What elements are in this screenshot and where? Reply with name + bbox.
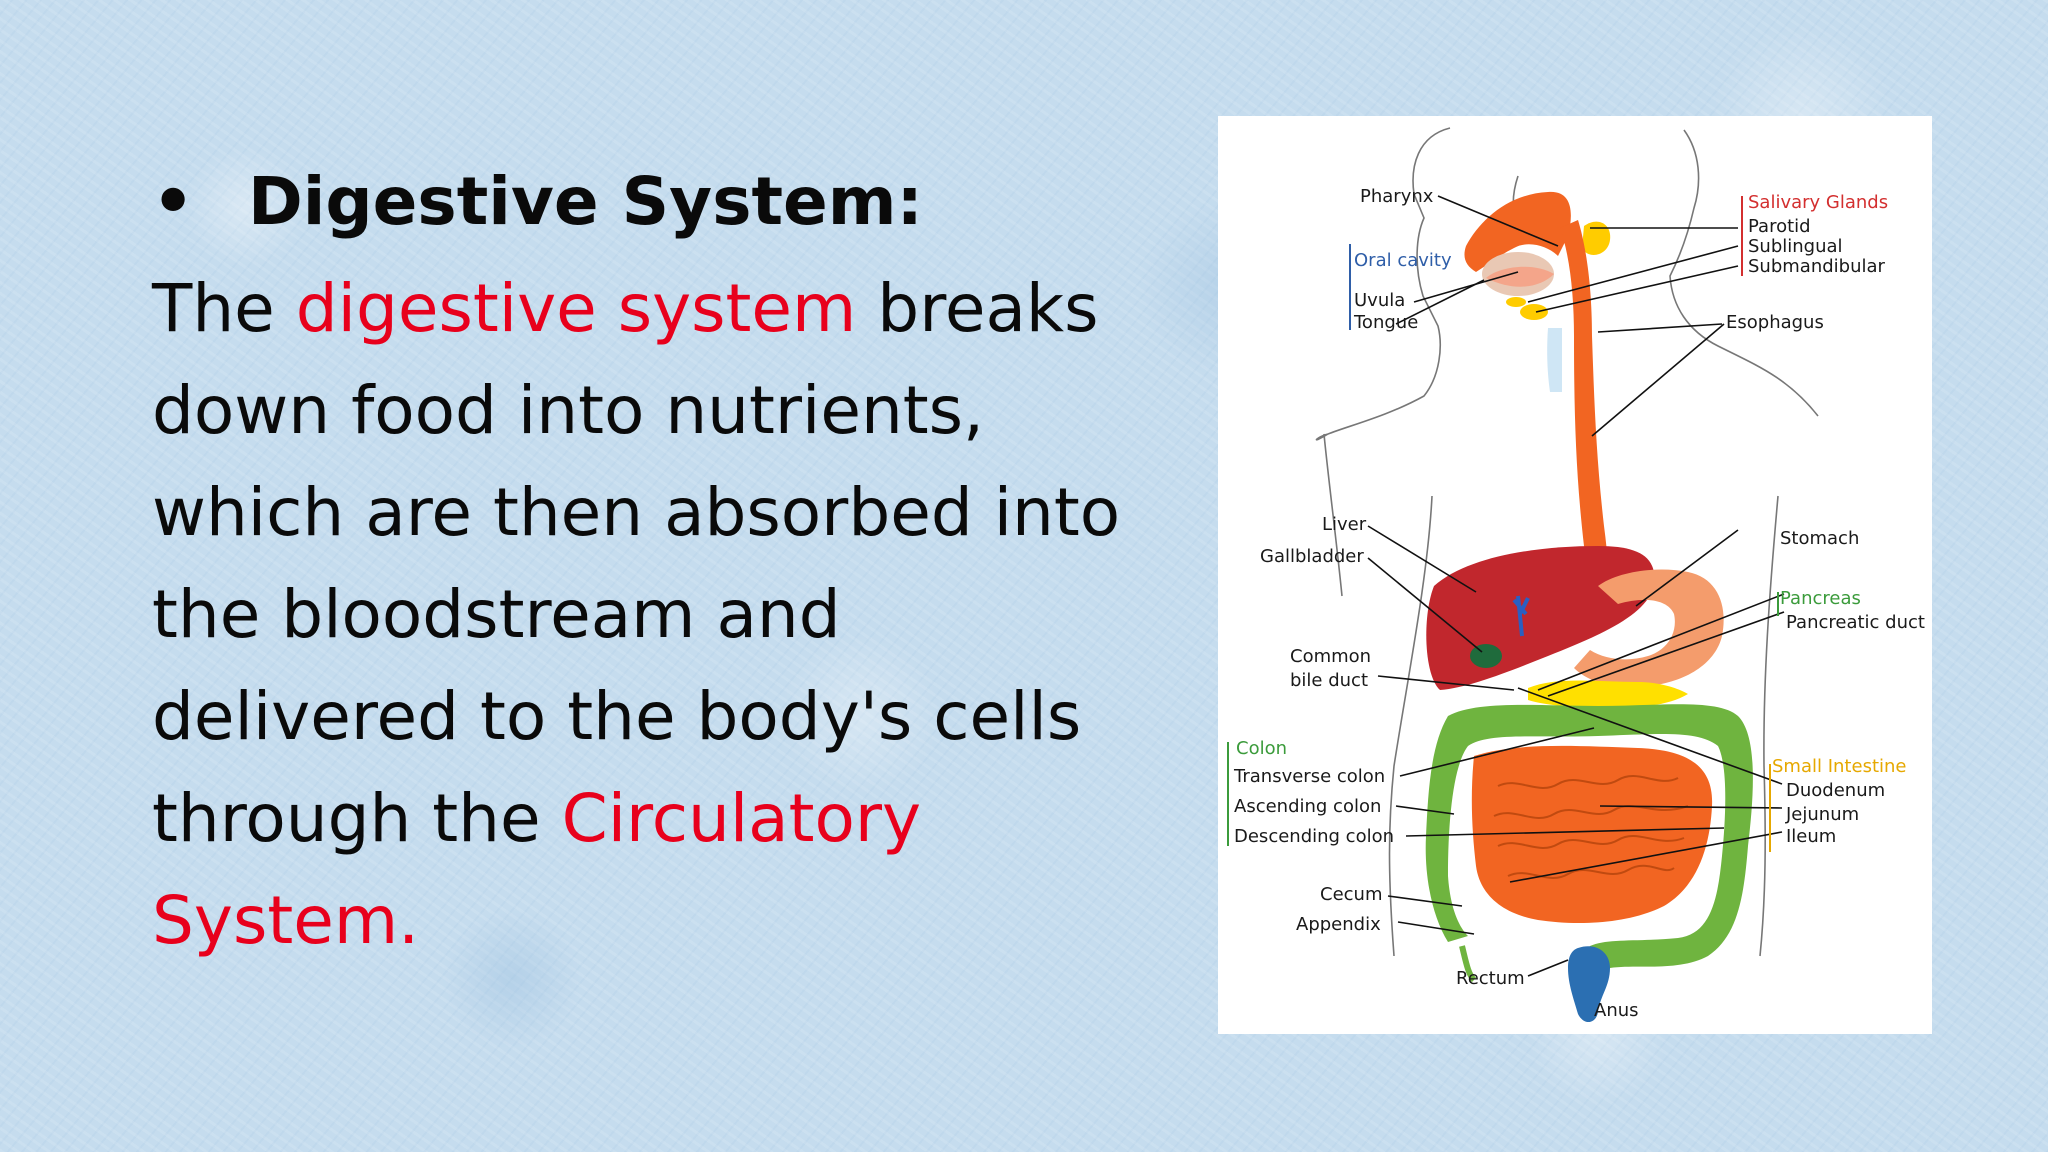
label-cecum: Cecum — [1320, 884, 1382, 905]
label-bile-duct: bile duct — [1290, 670, 1368, 691]
label-salivary-glands: Salivary Glands — [1748, 192, 1888, 213]
mouth-shape — [1464, 191, 1571, 272]
diagram-svg: Pharynx Salivary Glands Parotid Sublingu… — [1227, 127, 1925, 1023]
body-paragraph: The digestive system breaks down food in… — [152, 258, 1152, 972]
stomach-shape — [1574, 569, 1724, 688]
tongue-shape — [1486, 266, 1554, 287]
parotid-shape — [1582, 221, 1611, 255]
pancreas-shape — [1528, 680, 1688, 708]
label-rectum: Rectum — [1456, 968, 1525, 989]
label-appendix: Appendix — [1296, 914, 1381, 935]
slide-text: • Digestive System: The digestive system … — [152, 160, 1152, 972]
label-pharynx: Pharynx — [1360, 186, 1434, 207]
appendix-shape — [1459, 945, 1477, 983]
label-parotid: Parotid — [1748, 216, 1811, 237]
label-anus: Anus — [1594, 1000, 1639, 1021]
label-ascending-colon: Ascending colon — [1234, 796, 1381, 817]
label-common: Common — [1290, 646, 1371, 667]
rectum-shape — [1568, 946, 1610, 1023]
label-pancreatic-duct: Pancreatic duct — [1786, 612, 1925, 633]
heading: • Digestive System: — [152, 160, 1152, 244]
label-submandibular: Submandibular — [1748, 256, 1886, 277]
trachea-shape — [1547, 328, 1562, 392]
esophagus-shape — [1560, 220, 1610, 616]
label-stomach: Stomach — [1780, 528, 1859, 549]
digestive-tract — [1425, 191, 1753, 1023]
label-jejunum: Jejunum — [1785, 804, 1859, 825]
highlight-digestive-system: digestive system — [295, 270, 857, 347]
label-ileum: Ileum — [1786, 826, 1836, 847]
label-duodenum: Duodenum — [1786, 780, 1885, 801]
gallbladder-shape — [1470, 644, 1502, 668]
diagram-labels: Pharynx Salivary Glands Parotid Sublingu… — [1233, 186, 1925, 1021]
sublingual-shape — [1506, 297, 1526, 307]
label-pancreas: Pancreas — [1780, 588, 1861, 609]
colon-shape — [1425, 704, 1753, 969]
heading-text: Digestive System: — [248, 163, 923, 240]
body-text-2: breaks down food into nutrients, which a… — [152, 270, 1121, 857]
label-descending-colon: Descending colon — [1234, 826, 1394, 847]
submandibular-shape — [1520, 304, 1548, 320]
label-gallbladder: Gallbladder — [1260, 546, 1364, 567]
label-transverse-colon: Transverse colon — [1233, 766, 1385, 787]
label-colon: Colon — [1236, 738, 1287, 759]
label-small-intestine: Small Intestine — [1772, 756, 1906, 777]
label-oral-cavity: Oral cavity — [1354, 250, 1452, 271]
digestive-system-diagram: Pharynx Salivary Glands Parotid Sublingu… — [1218, 116, 1932, 1034]
label-tongue: Tongue — [1353, 312, 1418, 333]
label-esophagus: Esophagus — [1726, 312, 1824, 333]
label-liver: Liver — [1322, 514, 1367, 535]
highlight-circulatory-system: Circulatory System. — [152, 780, 922, 959]
leader-lines — [1227, 195, 1785, 977]
label-sublingual: Sublingual — [1748, 236, 1843, 257]
label-uvula: Uvula — [1354, 290, 1405, 311]
body-text-1: The — [152, 270, 296, 347]
bile-duct-shape — [1512, 595, 1530, 637]
small-intestine-shape — [1471, 745, 1713, 924]
bullet: • — [152, 163, 195, 240]
body-outline — [1315, 127, 1819, 957]
